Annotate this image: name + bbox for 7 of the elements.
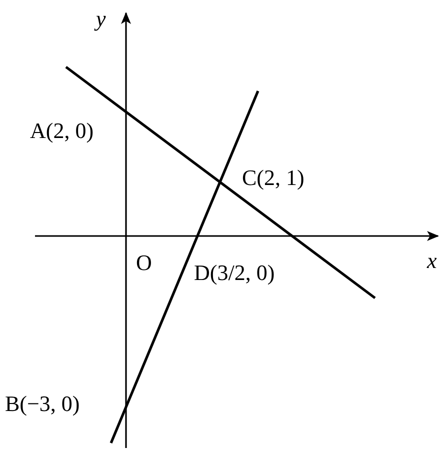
axis-label: x [427, 250, 437, 272]
point-label: A(2, 0) [30, 120, 94, 142]
point-label: B(−3, 0) [5, 393, 80, 415]
point-label: D(3/2, 0) [194, 262, 275, 284]
point-label: C(2, 1) [242, 167, 304, 189]
axis-label: y [96, 8, 106, 30]
point-label: O [136, 252, 152, 274]
